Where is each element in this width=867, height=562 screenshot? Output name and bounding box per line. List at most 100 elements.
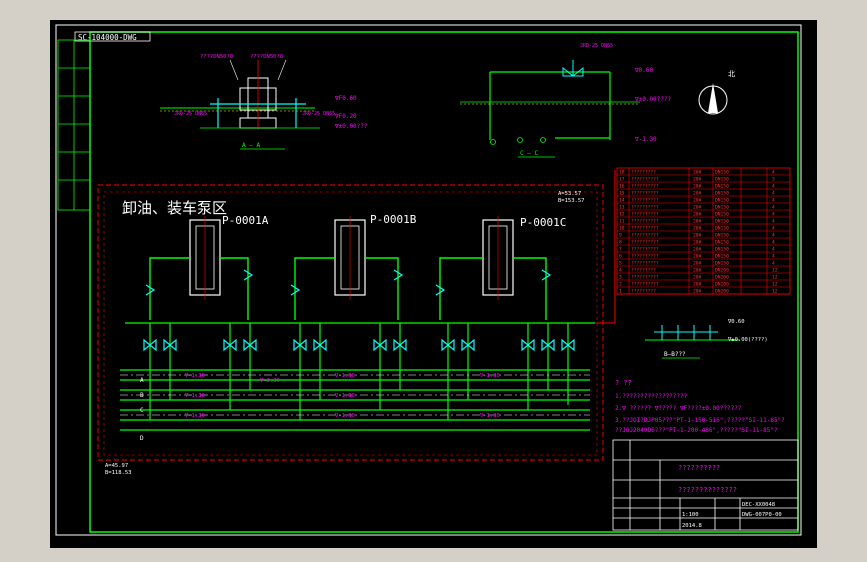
bb-label: B—B??? <box>664 351 686 358</box>
section-cc: JRD-25 DN65 ∇0.60 ∇±0.00???? ∇-1.30 C — … <box>460 43 672 158</box>
parts-table-cell: 20# <box>693 205 702 211</box>
parts-table-cell: 4 <box>772 205 775 211</box>
parts-table-cell: 12 <box>772 289 778 295</box>
elev-label-8: ∇-1.30 <box>334 413 355 419</box>
parts-table-cell: 20# <box>693 275 702 281</box>
note-line-1: 1.?????????????????? <box>615 393 688 400</box>
parts-table-cell: 20# <box>693 240 702 246</box>
parts-table-cell: 4 <box>772 184 775 190</box>
north-arrow-icon: 北 <box>698 70 735 115</box>
parts-table-cell: 6 <box>619 254 622 260</box>
aa-note-right: ????DN50?0 <box>250 54 283 60</box>
parts-table-cell: 20# <box>693 170 702 176</box>
parts-table-cell: 12 <box>772 282 778 288</box>
parts-table-cell: DN200 <box>715 282 729 288</box>
parts-table-cell: 20# <box>693 177 702 183</box>
parts-table-cell: 20# <box>693 289 702 295</box>
parts-table-cell: 4 <box>772 212 775 218</box>
parts-table-cell: ?????????? <box>631 261 659 267</box>
file-tag-box <box>74 31 151 42</box>
notes-heading: ? ?? <box>615 379 632 387</box>
parts-table-cell: 12 <box>772 275 778 281</box>
elev-label-4: ∇-1.30 <box>479 373 500 379</box>
elev-label-9: ∇-1.30 <box>479 413 500 419</box>
tb-drawing-no-2: DWG-007P0-00 <box>742 512 782 518</box>
pump-tag-b: P-0001B <box>370 213 417 226</box>
parts-table-cell: DN150 <box>715 233 729 239</box>
risers <box>149 323 569 420</box>
line-label-d: D <box>140 435 144 442</box>
parts-table-cell: 4 <box>772 219 775 225</box>
parts-table-cell: 4 <box>772 261 775 267</box>
parts-table-cell: ?????????? <box>631 254 659 260</box>
gate-valve-icons <box>143 338 575 352</box>
parts-table-cell: 4 <box>772 247 775 253</box>
parts-table-cell: ?????????? <box>631 212 659 218</box>
parts-table-cell: DN150 <box>715 205 729 211</box>
parts-table-cell: 8 <box>619 240 622 246</box>
parts-table-cell: 9 <box>619 233 622 239</box>
elev-label-3: ∇-1.30 <box>334 373 355 379</box>
parts-table-cell: ?????????? <box>631 205 659 211</box>
parts-table-cell: DN150 <box>715 240 729 246</box>
parts-table-cell: 4 <box>772 170 775 176</box>
parts-table-cell: 4 <box>772 240 775 246</box>
parts-table-cell: DN150 <box>715 226 729 232</box>
parts-table-cell: 20# <box>693 247 702 253</box>
pump-b <box>334 216 366 300</box>
parts-table-cell: 20# <box>693 261 702 267</box>
parts-table-cell: DN150 <box>715 219 729 225</box>
pump-piping <box>149 257 547 320</box>
elev-label-6: ∇-1.30 <box>334 393 355 399</box>
parts-table-cell: ?????????? <box>631 226 659 232</box>
aa-elev-2: ∇F0.20 <box>334 113 357 120</box>
parts-table-cell: DN150 <box>715 177 729 183</box>
note-line-3: 3.??JOI?DJP05???"PT-1-150-516",?????"SI-… <box>615 417 785 424</box>
parts-table-cell: DN150 <box>715 170 729 176</box>
tb-date: 2014.8 <box>682 523 702 529</box>
parts-table-cell: DN150 <box>715 247 729 253</box>
parts-table-cell: ?????????? <box>631 282 659 288</box>
parts-table-cell: 13 <box>619 205 625 211</box>
parts-table-cell: ?????????? <box>631 219 659 225</box>
parts-table-cell: 4 <box>772 254 775 260</box>
line-label-c: C <box>140 407 144 414</box>
parts-table-cell: DN200 <box>715 275 729 281</box>
coord-top-a: A=53.57 <box>558 191 581 197</box>
pump-tag-c: P-0001C <box>520 216 566 229</box>
parts-table-cell: ?????????? <box>631 247 659 253</box>
parts-table-cell: ?????????? <box>631 177 659 183</box>
aa-side-note-left: JRD-25 DN65 <box>174 111 207 117</box>
bb-note-1: ∇0.60 <box>727 319 745 325</box>
parts-table-cell: 20# <box>693 282 702 288</box>
process-piping-drawing: SC-104000-DWG ????DN50?0 ????DN50?0 JRD-… <box>55 24 802 536</box>
outer-border <box>55 24 802 536</box>
parts-table-cell: ????????? <box>631 289 656 295</box>
cc-elev-2: ∇±0.00???? <box>634 96 672 103</box>
parts-table-cell: DN150 <box>715 191 729 197</box>
parts-table-cell: ?????????? <box>631 275 659 281</box>
pump-c <box>482 216 514 300</box>
parts-table-cell: ????????? <box>631 268 656 274</box>
parts-table-cell: 4 <box>619 268 622 274</box>
elev-label-1: ∇-1.30 <box>184 373 205 379</box>
note-line-2: 2.∇ ?????? ∇????? ∇F????±0.00?????? <box>615 405 742 412</box>
elev-label-5: ∇-1.30 <box>184 393 205 399</box>
area-title: 卸油、装车泵区 <box>122 199 227 217</box>
aa-elev-3: ∇±0.00??? <box>334 123 368 130</box>
title-block <box>612 439 799 531</box>
parts-table-cell: DN150 <box>715 212 729 218</box>
tb-drawing-name: ?????????????? <box>678 486 737 494</box>
note-line-4: ??JOJ2049D6???"PT-1-200-486",?????"SI-11… <box>615 427 778 434</box>
line-label-a: A <box>140 377 144 384</box>
cc-label: C — C <box>520 150 538 157</box>
parts-table-cell: 4 <box>772 226 775 232</box>
tb-drawing-no-1: DEC-XX0048 <box>742 502 775 508</box>
coord-top-b: B=153.57 <box>558 198 585 204</box>
elev-label-7: ∇-1.30 <box>184 413 205 419</box>
parts-table-cell: 20# <box>693 268 702 274</box>
cc-valve-note: JRD-25 DN65 <box>580 43 613 49</box>
parts-table-cell: 12 <box>619 212 625 218</box>
parts-table-cell: 17 <box>619 177 625 183</box>
